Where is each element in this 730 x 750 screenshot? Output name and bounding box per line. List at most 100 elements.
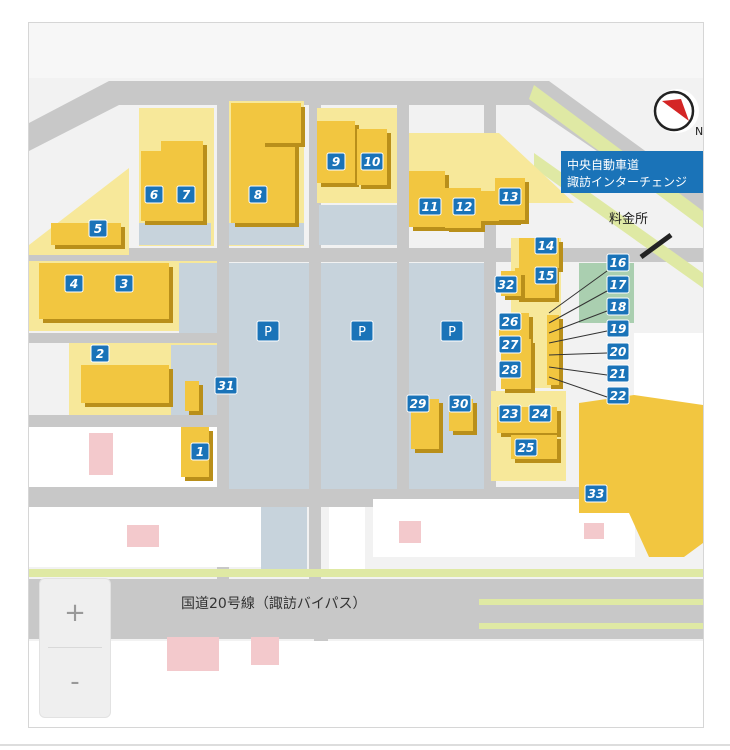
map-blank-area (29, 23, 703, 78)
building-number-badge-6[interactable] (144, 185, 164, 204)
building-number-badge-28[interactable] (498, 360, 522, 379)
building-number-11: 11 (422, 200, 439, 214)
building-number-badge-21[interactable] (606, 364, 630, 383)
building[interactable] (317, 121, 355, 183)
building-number-badge-10[interactable] (360, 152, 384, 171)
building-number-badge-4[interactable] (64, 274, 84, 293)
building-number-badge-1[interactable] (190, 442, 210, 461)
building-number-badge-33[interactable] (584, 484, 608, 503)
building-number-16: 16 (610, 256, 627, 270)
building-number-badge-23[interactable] (498, 404, 522, 423)
building-number-badge-5[interactable] (88, 219, 108, 238)
parking-sign-label: P (448, 325, 456, 340)
road-label: 国道20号線（諏訪バイパス） (181, 596, 367, 612)
building-number-20: 20 (610, 345, 627, 359)
building-number-17: 17 (610, 278, 627, 292)
building-number-badge-20[interactable] (606, 342, 630, 361)
parking-sign[interactable] (440, 320, 464, 342)
building[interactable] (81, 365, 169, 403)
building-number-badge-19[interactable] (606, 319, 630, 338)
building-number-26: 26 (502, 315, 519, 329)
building-number-8: 8 (254, 188, 262, 202)
building-number-33: 33 (588, 487, 605, 501)
building-number-badge-16[interactable] (606, 253, 630, 272)
building-number-22: 22 (610, 389, 627, 403)
building-number-badge-12[interactable] (452, 197, 476, 216)
highway-name: 中央自動車道 (567, 157, 639, 172)
parking-lots (139, 205, 569, 569)
building-number-31: 31 (218, 379, 235, 393)
zoom-in-button[interactable]: + (64, 598, 86, 628)
building-number-13: 13 (502, 190, 519, 204)
building-number-badge-31[interactable] (214, 376, 238, 395)
building-number-badge-3[interactable] (114, 274, 134, 293)
building-number-18: 18 (610, 300, 627, 314)
building-number-32: 32 (498, 278, 515, 292)
building-number-badge-22[interactable] (606, 386, 630, 405)
zoom-separator (48, 647, 102, 648)
building-number-4: 4 (69, 277, 78, 291)
building-number-6: 6 (150, 188, 158, 202)
building-number-19: 19 (610, 322, 627, 336)
building[interactable] (51, 223, 121, 245)
building-33-area (579, 395, 703, 557)
building-number-28: 28 (502, 363, 519, 377)
compass-icon (653, 90, 695, 132)
building-number-badge-8[interactable] (248, 185, 268, 204)
compass-label: N (695, 125, 703, 138)
parking-sign-label: P (264, 325, 272, 340)
building-number-29: 29 (410, 397, 427, 411)
building-number-badge-24[interactable] (528, 404, 552, 423)
building-number-badge-27[interactable] (498, 335, 522, 354)
parking-sign[interactable] (256, 320, 280, 342)
highway-sign (561, 151, 703, 193)
building[interactable] (547, 315, 559, 385)
building-number-1: 1 (196, 445, 204, 459)
building-number-3: 3 (120, 277, 128, 291)
building-number-7: 7 (182, 188, 191, 202)
building-number-badge-13[interactable] (498, 187, 522, 206)
pink-lots (89, 433, 604, 671)
building-number-badge-26[interactable] (498, 312, 522, 331)
building[interactable] (185, 381, 199, 411)
building[interactable] (39, 263, 169, 319)
building-number-badge-18[interactable] (606, 297, 630, 316)
parking-sign[interactable] (350, 320, 374, 342)
building-number-badge-2[interactable] (90, 344, 110, 363)
toll-gate-label: 料金所 (609, 211, 648, 227)
buildings-layer (39, 103, 563, 481)
building-number-15: 15 (538, 269, 555, 283)
building-number-badge-14[interactable] (534, 236, 558, 255)
building-number-badge-32[interactable] (494, 275, 518, 294)
page-divider (0, 744, 730, 746)
zoom-out-button[interactable]: - (70, 667, 80, 697)
compass-needle-icon (662, 99, 689, 121)
building-number-23: 23 (502, 407, 519, 421)
building[interactable] (161, 141, 203, 221)
toll-gate-bar (639, 232, 673, 260)
building-number-27: 27 (502, 338, 519, 352)
parking-sign-label: P (358, 325, 366, 340)
building-number-25: 25 (518, 441, 535, 455)
highway-ic-name: 諏訪インターチェンジ (567, 174, 687, 189)
building-number-30: 30 (452, 397, 469, 411)
building-number-14: 14 (538, 239, 555, 253)
building-number-12: 12 (456, 200, 473, 214)
building-number-badge-30[interactable] (448, 394, 472, 413)
building-number-5: 5 (94, 222, 102, 236)
building-number-badge-9[interactable] (326, 152, 346, 171)
building-number-badge-17[interactable] (606, 275, 630, 294)
building[interactable] (261, 103, 301, 143)
building-number-21: 21 (610, 367, 627, 381)
building-number-10: 10 (364, 155, 381, 169)
building-number-badge-15[interactable] (534, 266, 558, 285)
building-number-9: 9 (332, 155, 340, 169)
building-number-24: 24 (532, 407, 549, 421)
building-number-badge-7[interactable] (176, 185, 196, 204)
building-number-badge-29[interactable] (406, 394, 430, 413)
building-number-badge-25[interactable] (514, 438, 538, 457)
building-number-badge-11[interactable] (418, 197, 442, 216)
